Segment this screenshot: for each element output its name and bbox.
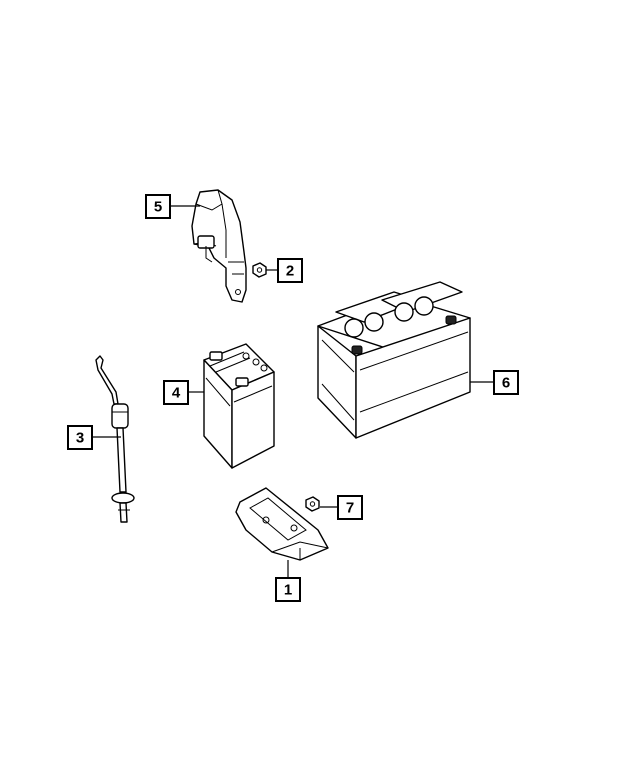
- hold-down-rod-drawing: [95, 355, 135, 523]
- hold-down-bracket-drawing: [191, 189, 247, 303]
- callout-4-label: 4: [172, 385, 181, 402]
- auxiliary-battery-drawing: [203, 343, 275, 469]
- callout-5[interactable]: 5: [145, 194, 171, 219]
- callout-7[interactable]: 7: [337, 495, 363, 520]
- callout-1-label: 1: [284, 582, 292, 599]
- callout-1[interactable]: 1: [275, 577, 301, 602]
- leader-lines: [92, 205, 494, 578]
- callout-4[interactable]: 4: [163, 380, 189, 405]
- callout-2[interactable]: 2: [277, 258, 303, 283]
- nut-7-drawing: [305, 496, 320, 512]
- callout-7-label: 7: [346, 500, 354, 517]
- nut-2-drawing: [252, 262, 267, 278]
- callout-3-label: 3: [76, 430, 84, 447]
- callout-3[interactable]: 3: [67, 425, 93, 450]
- callout-6[interactable]: 6: [493, 370, 519, 395]
- battery-tray-drawing: [235, 487, 329, 561]
- callout-2-label: 2: [286, 263, 294, 280]
- main-battery-drawing: [317, 281, 471, 439]
- callout-5-label: 5: [154, 199, 162, 216]
- callout-6-label: 6: [502, 375, 510, 392]
